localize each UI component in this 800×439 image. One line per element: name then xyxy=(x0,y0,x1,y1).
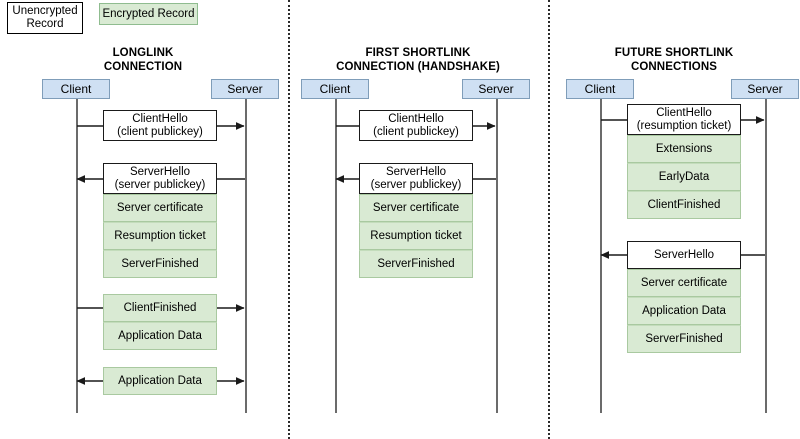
message-row: ServerFinished xyxy=(627,325,741,353)
lifeline-server-future-shortlink xyxy=(765,99,767,413)
message-text: Application Data xyxy=(118,374,202,387)
column-separator-2 xyxy=(548,0,550,439)
message-row: Application Data xyxy=(103,322,217,350)
legend-unencrypted-swatch: Unencrypted Record xyxy=(7,2,83,34)
message-text: ServerHello (server publickey) xyxy=(370,166,462,191)
message-text: ServerHello xyxy=(653,248,715,261)
column-title-longlink: LONGLINK CONNECTION xyxy=(103,47,183,73)
message-group: Application Data xyxy=(103,367,217,395)
legend-unencrypted-label: Unencrypted Record xyxy=(12,5,78,30)
message-group: ServerHello (server publickey) Server ce… xyxy=(359,163,473,278)
message-row: Resumption ticket xyxy=(103,222,217,250)
actor-server-label: Server xyxy=(478,82,514,96)
actor-server-first-shortlink: Server xyxy=(462,79,530,99)
message-row: ServerHello (server publickey) xyxy=(103,163,217,194)
message-text: ServerFinished xyxy=(645,332,723,345)
message-text: Resumption ticket xyxy=(370,229,462,242)
lifeline-server-longlink xyxy=(245,99,247,413)
message-text: Server certificate xyxy=(640,276,728,289)
actor-client-first-shortlink: Client xyxy=(301,79,369,99)
actor-server-future-shortlink: Server xyxy=(731,79,799,99)
actor-server-label: Server xyxy=(227,82,263,96)
column-separator-1 xyxy=(288,0,290,439)
message-text: ClientHello (resumption ticket) xyxy=(636,107,732,132)
diagram-column-first-shortlink: FIRST SHORTLINK CONNECTION (HANDSHAKE) C… xyxy=(288,0,548,439)
message-text: Server certificate xyxy=(372,201,460,214)
message-group: ClientHello (client publickey) xyxy=(103,110,217,141)
column-title-future-shortlink: FUTURE SHORTLINK CONNECTIONS xyxy=(614,47,734,73)
actor-server-longlink: Server xyxy=(211,79,279,99)
legend-encrypted-label: Encrypted Record xyxy=(102,7,195,20)
message-row: ClientHello (client publickey) xyxy=(359,110,473,141)
diagram-column-future-shortlink: FUTURE SHORTLINK CONNECTIONS Client Serv… xyxy=(548,0,800,439)
message-row: ServerHello xyxy=(627,241,741,269)
actor-server-label: Server xyxy=(747,82,783,96)
message-text: ServerFinished xyxy=(377,257,455,270)
message-text: ClientFinished xyxy=(647,198,721,211)
message-text: Extensions xyxy=(655,142,713,155)
message-text: ServerHello (server publickey) xyxy=(114,166,206,191)
message-text: Resumption ticket xyxy=(114,229,206,242)
message-text: ClientHello (client publickey) xyxy=(117,113,203,138)
actor-client-future-shortlink: Client xyxy=(566,79,634,99)
diagram-column-longlink: LONGLINK CONNECTION Client Server Client… xyxy=(0,0,288,439)
message-text: EarlyData xyxy=(658,170,710,183)
message-row: Application Data xyxy=(627,297,741,325)
actor-client-label: Client xyxy=(319,82,351,96)
message-row: Application Data xyxy=(103,367,217,395)
message-group: ClientHello (resumption ticket) Extensio… xyxy=(627,104,741,219)
message-row: ServerFinished xyxy=(359,250,473,278)
message-row: ClientHello (resumption ticket) xyxy=(627,104,741,135)
message-row: Server certificate xyxy=(359,194,473,222)
actor-client-label: Client xyxy=(584,82,616,96)
message-text: ServerFinished xyxy=(121,257,199,270)
message-row: ServerFinished xyxy=(103,250,217,278)
column-title-first-shortlink: FIRST SHORTLINK CONNECTION (HANDSHAKE) xyxy=(336,47,500,73)
message-text: ClientHello (client publickey) xyxy=(373,113,459,138)
message-group: ClientFinished Application Data xyxy=(103,294,217,350)
message-group: ServerHello (server publickey) Server ce… xyxy=(103,163,217,278)
message-text: Server certificate xyxy=(116,201,204,214)
message-row: Server certificate xyxy=(627,269,741,297)
message-row: Server certificate xyxy=(103,194,217,222)
message-row: ClientHello (client publickey) xyxy=(103,110,217,141)
message-text: Application Data xyxy=(642,304,726,317)
message-row: ServerHello (server publickey) xyxy=(359,163,473,194)
actor-client-longlink: Client xyxy=(42,79,110,99)
actor-client-label: Client xyxy=(60,82,92,96)
message-text: ClientFinished xyxy=(123,301,197,314)
legend-encrypted-swatch: Encrypted Record xyxy=(99,3,198,25)
message-text: Application Data xyxy=(118,329,202,342)
lifeline-client-future-shortlink xyxy=(600,99,602,413)
lifeline-server-first-shortlink xyxy=(496,99,498,413)
message-row: ClientFinished xyxy=(103,294,217,322)
lifeline-client-first-shortlink xyxy=(335,99,337,413)
message-group: ClientHello (client publickey) xyxy=(359,110,473,141)
message-row: ClientFinished xyxy=(627,191,741,219)
lifeline-client-longlink xyxy=(76,99,78,413)
message-row: Resumption ticket xyxy=(359,222,473,250)
message-row: EarlyData xyxy=(627,163,741,191)
message-group: ServerHello Server certificate Applicati… xyxy=(627,241,741,353)
message-row: Extensions xyxy=(627,135,741,163)
